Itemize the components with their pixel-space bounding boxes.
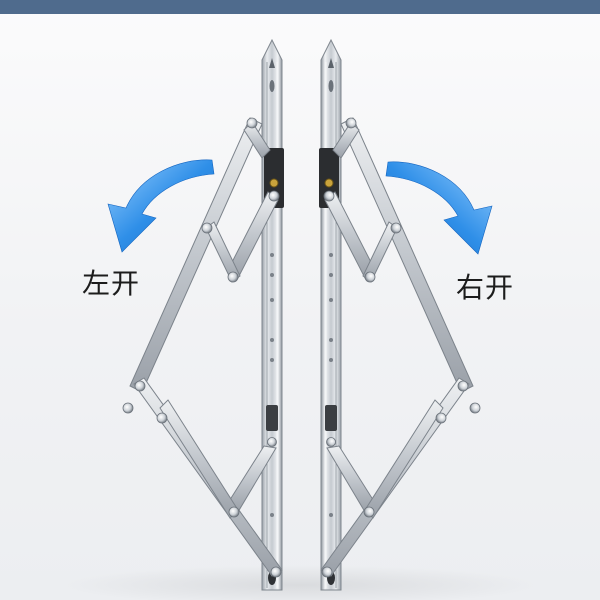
right-hinge-rivets <box>321 117 481 578</box>
curved-arrow-left-icon <box>107 159 215 253</box>
right-open-label: 右开 <box>456 271 515 304</box>
right-hinge-rail <box>319 38 342 591</box>
left-hinge-rivets <box>122 117 282 578</box>
left-hinge <box>122 38 284 591</box>
left-hinge-rail <box>261 38 284 591</box>
curved-arrow-right-icon <box>385 161 493 255</box>
right-hinge <box>319 38 481 591</box>
left-open-label: 左开 <box>82 267 141 300</box>
right-hinge-arms <box>320 117 474 577</box>
top-banner-bar <box>0 0 600 14</box>
left-hinge-arms <box>129 117 283 577</box>
